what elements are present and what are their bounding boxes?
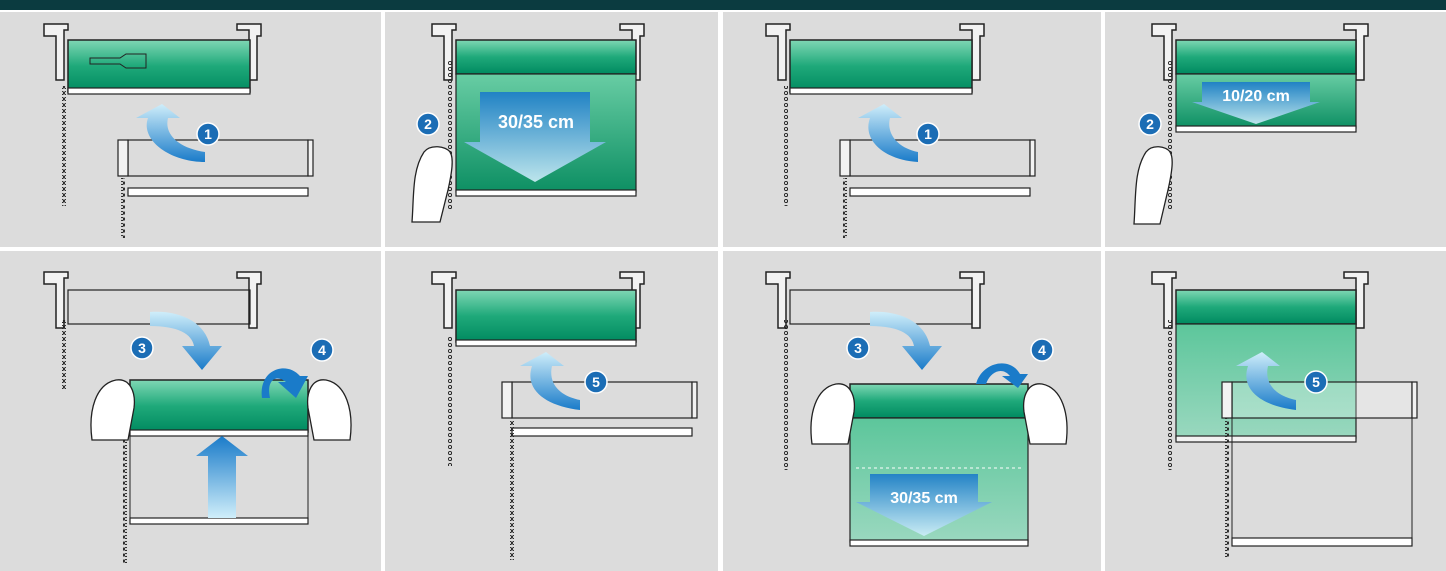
bracket-right — [237, 272, 261, 328]
roller-tube — [1176, 290, 1356, 324]
hand-icon — [308, 380, 351, 440]
bottom-rail-2 — [130, 518, 308, 524]
bracket-left — [432, 24, 456, 80]
step-number: 4 — [1038, 342, 1046, 358]
hand-icon — [811, 384, 854, 444]
end-cap-right — [1030, 140, 1035, 176]
curved-arrow-icon — [858, 104, 918, 162]
hand-icon — [412, 147, 452, 222]
curved-arrow-icon — [136, 104, 205, 162]
bracket-left — [1152, 272, 1176, 328]
measurement-label: 30/35 cm — [890, 490, 958, 507]
roller-tube — [790, 40, 972, 92]
roller-tube — [456, 290, 636, 342]
bead-chain-2 — [121, 178, 125, 238]
bead-chain — [1168, 320, 1172, 470]
bead-chain-2 — [123, 430, 127, 564]
bead-chain — [784, 320, 788, 470]
curved-arrow-icon — [870, 312, 942, 370]
bottom-rail-outline — [512, 428, 692, 436]
bottom-rail — [850, 540, 1028, 546]
end-cap-right — [308, 140, 313, 176]
up-arrow-icon — [196, 436, 248, 518]
end-cap-right — [1412, 382, 1417, 418]
end-cap-left — [840, 140, 850, 176]
bottom-rail — [68, 88, 250, 94]
hand-icon — [1024, 384, 1067, 444]
bracket-left — [766, 24, 790, 80]
bracket-left — [766, 272, 790, 328]
measurement-label: 30/35 cm — [498, 112, 574, 132]
roller-tube — [456, 40, 636, 74]
curved-arrow-icon — [150, 312, 222, 370]
bracket-left — [432, 272, 456, 328]
step-number: 5 — [1312, 374, 1320, 390]
step-number: 2 — [1146, 116, 1154, 132]
curved-arrow-icon — [520, 352, 580, 410]
roller-outline — [128, 140, 308, 176]
end-cap-left — [502, 382, 512, 418]
measurement-label: 10/20 cm — [1222, 88, 1290, 105]
bottom-rail — [1176, 126, 1356, 132]
step-number: 1 — [924, 126, 932, 142]
step-number: 1 — [204, 126, 212, 142]
bead-chain — [784, 86, 788, 206]
bead-chain-2 — [510, 420, 514, 560]
step-number: 4 — [318, 342, 326, 358]
bracket-left — [1152, 24, 1176, 80]
bead-chain-2 — [843, 178, 847, 238]
roller-tube — [130, 380, 308, 432]
bottom-rail-outline — [850, 188, 1030, 196]
bottom-rail — [456, 190, 636, 196]
bottom-rail — [1176, 436, 1356, 442]
roller-tube — [1176, 40, 1356, 74]
bottom-rail — [790, 88, 972, 94]
step-number: 5 — [592, 374, 600, 390]
bottom-rail-outline — [1232, 538, 1412, 546]
hand-icon — [1134, 147, 1172, 224]
bracket-left — [44, 24, 68, 80]
end-cap-right — [692, 382, 697, 418]
bottom-rail-outline — [128, 188, 308, 196]
bead-chain-2 — [1225, 418, 1229, 558]
roller-tube — [850, 384, 1028, 418]
hand-icon — [91, 380, 134, 440]
roller-tube — [68, 40, 250, 92]
step-number: 2 — [424, 116, 432, 132]
bead-chain — [62, 320, 66, 390]
end-cap-left — [118, 140, 128, 176]
bead-chain — [448, 336, 452, 466]
bottom-rail — [130, 430, 308, 436]
bracket-left — [44, 272, 68, 328]
step-number: 3 — [854, 340, 862, 356]
bead-chain — [62, 86, 66, 206]
end-cap-left — [1222, 382, 1232, 418]
bottom-rail — [456, 340, 636, 346]
step-number: 3 — [138, 340, 146, 356]
